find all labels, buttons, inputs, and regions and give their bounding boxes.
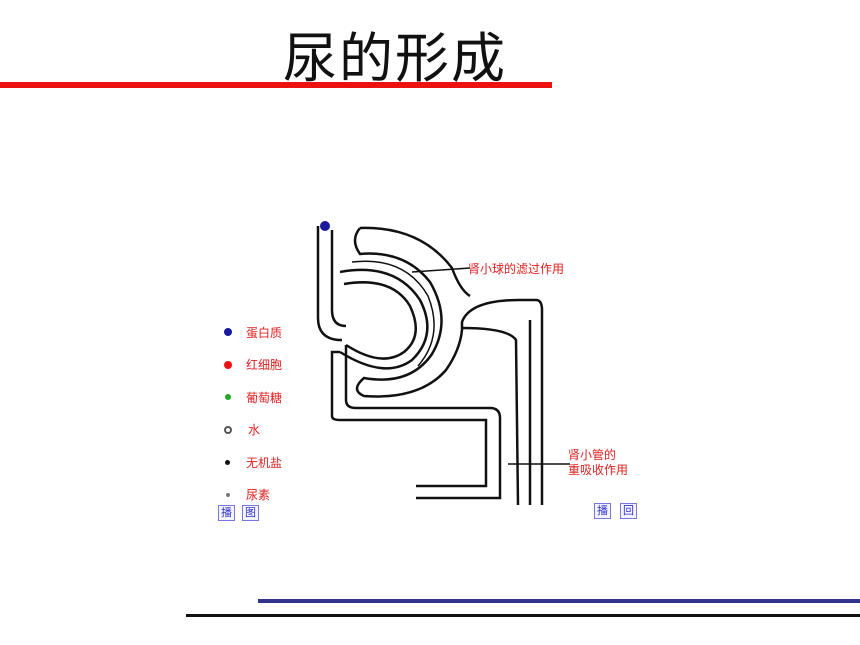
legend-label: 蛋白质 (246, 325, 283, 340)
afferent-vessel (316, 226, 342, 342)
legend-item-water: 水 (222, 414, 282, 447)
callout-tubule-line1: 肾小管的 (568, 448, 617, 462)
footer-rule-blue (258, 599, 860, 603)
legend-label: 无机盐 (246, 455, 283, 470)
efferent-vessel (344, 345, 502, 500)
callout-tubule-line2: 重吸收作用 (568, 463, 629, 477)
legend-item-red-blood-cell: 红细胞 (222, 349, 282, 382)
inorganic-salt-marker-icon (225, 459, 230, 465)
protein-dot (320, 221, 330, 231)
red-blood-cell-marker-icon (224, 360, 232, 369)
water-marker-icon (224, 425, 232, 434)
legend: 蛋白质 红细胞 葡萄糖 水 无机盐 尿素 (222, 316, 282, 511)
legend-item-protein: 蛋白质 (222, 316, 282, 349)
protein-marker-icon (224, 328, 232, 337)
slide-title: 尿的形成 (283, 27, 507, 90)
title-underline (0, 82, 552, 88)
figure-button-left[interactable]: 图 (242, 505, 259, 521)
footer-rule-black (186, 614, 860, 617)
legend-label: 尿素 (246, 488, 271, 503)
bowmans-capsule-outer (353, 227, 544, 505)
callout-tubular-reabsorption: 肾小管的 重吸收作用 (568, 448, 628, 478)
legend-item-urea: 尿素 (222, 479, 282, 512)
legend-label: 红细胞 (246, 358, 283, 373)
callout-line-glomerulus (411, 267, 471, 273)
legend-item-inorganic-salt: 无机盐 (222, 446, 282, 479)
glucose-marker-icon (225, 394, 231, 401)
legend-item-glucose: 葡萄糖 (222, 381, 282, 414)
play-button-right[interactable]: 播 (594, 503, 611, 519)
urea-marker-icon (226, 492, 230, 497)
return-button-right[interactable]: 回 (620, 503, 637, 519)
legend-label: 葡萄糖 (246, 390, 283, 405)
callout-glomerular-filtration: 肾小球的滤过作用 (468, 262, 565, 276)
play-button-left[interactable]: 播 (218, 505, 235, 521)
glomerulus-inner (339, 268, 429, 370)
legend-label: 水 (248, 423, 261, 438)
